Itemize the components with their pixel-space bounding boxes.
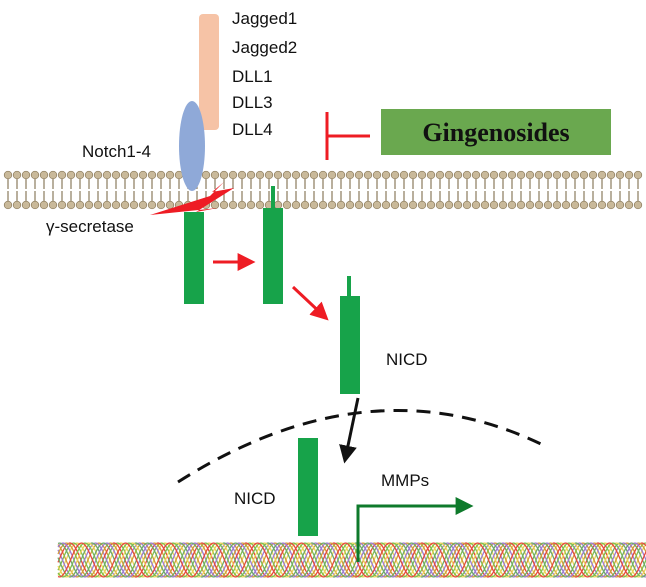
translocation-arrow (339, 397, 360, 464)
ligand-bar (199, 14, 219, 130)
ligand-label-dll3: DLL3 (232, 93, 273, 112)
gamma-secretase-lightning-icon (150, 182, 234, 215)
notch-receptor-ellipse (179, 101, 205, 191)
release-arrow (291, 285, 329, 321)
receptor-label: Notch1-4 (82, 142, 151, 161)
notch-fragment-2 (263, 208, 283, 304)
nicd-nucleus-bar (298, 438, 318, 536)
nicd-stem (347, 276, 351, 296)
inhibitor-label: Gingenosides (422, 118, 569, 147)
transcription-arrow (356, 497, 474, 562)
nicd-nucleus-label: NICD (234, 489, 276, 508)
protease-label: γ-secretase (46, 217, 134, 236)
ligand-label-jagged2: Jagged2 (232, 38, 297, 57)
nuclear-envelope (177, 408, 546, 484)
inhibitor-box (381, 109, 611, 155)
ligand-label-dll4: DLL4 (232, 120, 273, 139)
cell-membrane (3, 170, 643, 210)
nicd-cytoplasm-label: NICD (386, 350, 428, 369)
nicd-cytoplasm-bar (340, 296, 360, 394)
dna-helix (57, 542, 646, 578)
target-gene-label: MMPs (381, 471, 429, 490)
notch-fragment-2-stem (271, 186, 275, 208)
ligand-label-dll1: DLL1 (232, 67, 273, 86)
ligand-label-jagged1: Jagged1 (232, 9, 297, 28)
notch-fragment-1 (184, 212, 204, 304)
